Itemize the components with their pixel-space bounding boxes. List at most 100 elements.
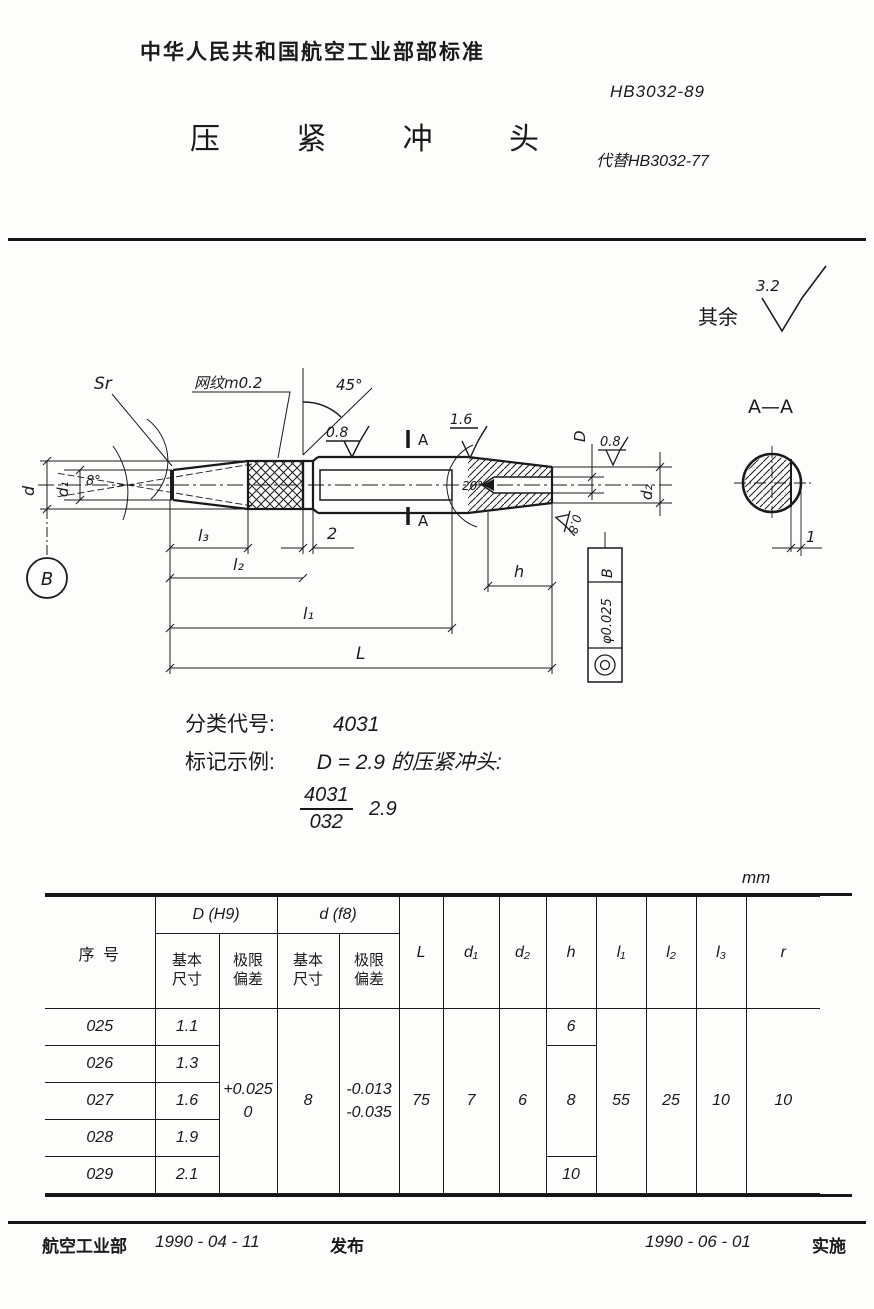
col-header-d-basic: 基本尺寸 bbox=[276, 933, 340, 1009]
datum-b: B bbox=[26, 509, 68, 599]
designation-size: 2.9 bbox=[368, 797, 397, 820]
svg-text:3.2: 3.2 bbox=[756, 277, 780, 295]
L-cell: 75 bbox=[398, 1008, 444, 1194]
cone-hatch-top bbox=[468, 457, 552, 485]
classification-code-value: 4031 bbox=[332, 713, 380, 736]
bore-point bbox=[483, 479, 494, 491]
dim-d1-label: d₁ bbox=[54, 481, 72, 497]
standard-number: HB3032-89 bbox=[610, 82, 706, 101]
marking-example-designation: 4031 032 2.9 bbox=[300, 784, 397, 834]
footer-issue-action: 发布 bbox=[330, 1237, 364, 1256]
knurl-section bbox=[246, 459, 305, 511]
table-row: 029 2.1 10 bbox=[45, 1156, 820, 1194]
marking-example-label: 标记示例: bbox=[185, 751, 275, 774]
col-header-l3: l₃ bbox=[695, 896, 747, 1009]
svg-text:A: A bbox=[418, 512, 429, 530]
cone-angle-callout: 20° bbox=[446, 444, 483, 528]
r-cell: 10 bbox=[745, 1008, 821, 1194]
roughness-icon bbox=[450, 425, 488, 460]
col-header-d2: d₂ bbox=[498, 896, 547, 1009]
svg-text:网纹m0.2: 网纹m0.2 bbox=[194, 374, 262, 392]
footer-divider bbox=[8, 1221, 866, 1224]
sphere-radius-callout: Sr bbox=[94, 374, 173, 500]
row-no: 027 bbox=[45, 1082, 156, 1120]
d2-cell: 6 bbox=[498, 1008, 547, 1194]
dim-l3-label: l₃ bbox=[198, 526, 209, 545]
svg-text:B: B bbox=[41, 569, 53, 590]
roughness-icon bbox=[598, 436, 629, 467]
tip-dims bbox=[552, 444, 672, 516]
row-D-basic: 1.9 bbox=[154, 1119, 220, 1157]
dim-L-label: L bbox=[356, 644, 365, 664]
dim-d2-label: d₂ bbox=[638, 484, 656, 500]
col-header-l1: l₁ bbox=[595, 896, 647, 1009]
standard-org-title: 中华人民共和国航空工业部部标准 bbox=[140, 41, 485, 64]
table-row: 028 1.9 bbox=[45, 1119, 820, 1157]
marking-example-text: D = 2.9 的压紧冲头: bbox=[316, 751, 502, 774]
feature-control-frame: B φ0.025 bbox=[587, 532, 623, 683]
footer-issue-date: 1990 - 04 - 11 bbox=[155, 1232, 260, 1251]
classification-code-line: 分类代号: 4031 bbox=[185, 708, 379, 738]
technical-drawing: 其余 3.2 Sr 网纹m0.2 bbox=[19, 265, 827, 683]
roughness-icon bbox=[326, 425, 370, 459]
svg-text:B: B bbox=[600, 568, 616, 578]
table-row: 027 1.6 bbox=[45, 1082, 820, 1120]
roughness-icon bbox=[761, 265, 827, 333]
designation-fraction: 4031 032 bbox=[300, 784, 353, 834]
flat-width-label: 1 bbox=[806, 528, 816, 546]
classification-code-label: 分类代号: bbox=[185, 713, 275, 736]
d-basic-cell: 8 bbox=[276, 1008, 340, 1194]
svg-text:A: A bbox=[418, 431, 429, 449]
footer-issuing-org: 航空工业部 bbox=[42, 1237, 127, 1256]
extension-lines bbox=[169, 500, 553, 674]
concentricity-icon bbox=[594, 654, 616, 676]
col-header-l2: l₂ bbox=[645, 896, 697, 1009]
footer-effective-action: 实施 bbox=[812, 1237, 846, 1256]
taper-angle-callout: 8° bbox=[55, 445, 253, 521]
col-header-d-dev: 极限偏差 bbox=[338, 933, 400, 1009]
groove-2-label: 2 bbox=[327, 524, 337, 543]
col-header-d1: d₁ bbox=[442, 896, 500, 1009]
svg-text:8°: 8° bbox=[86, 474, 101, 489]
svg-text:0.8: 0.8 bbox=[600, 435, 621, 450]
h-cell: 6 bbox=[545, 1008, 597, 1046]
roughness-08-shank: 0.8 bbox=[326, 425, 370, 459]
dim-h-label: h bbox=[514, 562, 524, 581]
designation-denominator: 032 bbox=[309, 811, 343, 833]
designation-numerator: 4031 bbox=[300, 784, 353, 810]
h-cell: 10 bbox=[545, 1156, 597, 1194]
col-header-D-basic: 基本尺寸 bbox=[154, 933, 220, 1009]
col-group-d: d (f8) bbox=[276, 896, 400, 934]
row-D-basic: 1.1 bbox=[154, 1008, 220, 1046]
section-aa-title: A—A bbox=[748, 396, 793, 418]
d-deviation-cell: -0.013-0.035 bbox=[338, 1008, 400, 1194]
dimension-table-wrap: 序 号 D (H9) d (f8) L d₁ d₂ h l₁ l₂ l₃ r 基… bbox=[45, 893, 852, 1197]
row-no: 025 bbox=[45, 1008, 156, 1046]
row-no: 029 bbox=[45, 1156, 156, 1194]
section-cut-marks: A A bbox=[406, 430, 429, 530]
header-divider bbox=[8, 238, 866, 241]
col-header-D-dev: 极限偏差 bbox=[218, 933, 278, 1009]
col-header-no: 序 号 bbox=[45, 896, 156, 1009]
col-header-h: h bbox=[545, 896, 597, 1009]
l3-cell: 10 bbox=[695, 1008, 747, 1194]
dim-D-label: D bbox=[571, 430, 589, 442]
roughness-icon bbox=[554, 510, 576, 537]
knurl-note: 网纹m0.2 bbox=[192, 374, 291, 459]
svg-text:其余: 其余 bbox=[698, 305, 738, 329]
table-row: 026 1.3 8 bbox=[45, 1045, 820, 1157]
cone-hatch-bottom bbox=[468, 485, 552, 513]
dimension-table: 序 号 D (H9) d (f8) L d₁ d₂ h l₁ l₂ l₃ r 基… bbox=[45, 896, 821, 1194]
col-header-r: r bbox=[745, 896, 821, 1009]
row-no: 026 bbox=[45, 1045, 156, 1083]
row-D-basic: 1.3 bbox=[154, 1045, 220, 1083]
l1-cell: 55 bbox=[595, 1008, 647, 1194]
dim-d-label: d bbox=[19, 485, 38, 496]
section-aa-view: A—A 1 bbox=[734, 396, 822, 556]
d1-cell: 7 bbox=[442, 1008, 500, 1194]
inner-pocket bbox=[319, 469, 453, 501]
l2-cell: 25 bbox=[645, 1008, 697, 1194]
svg-text:1.6: 1.6 bbox=[450, 412, 472, 428]
